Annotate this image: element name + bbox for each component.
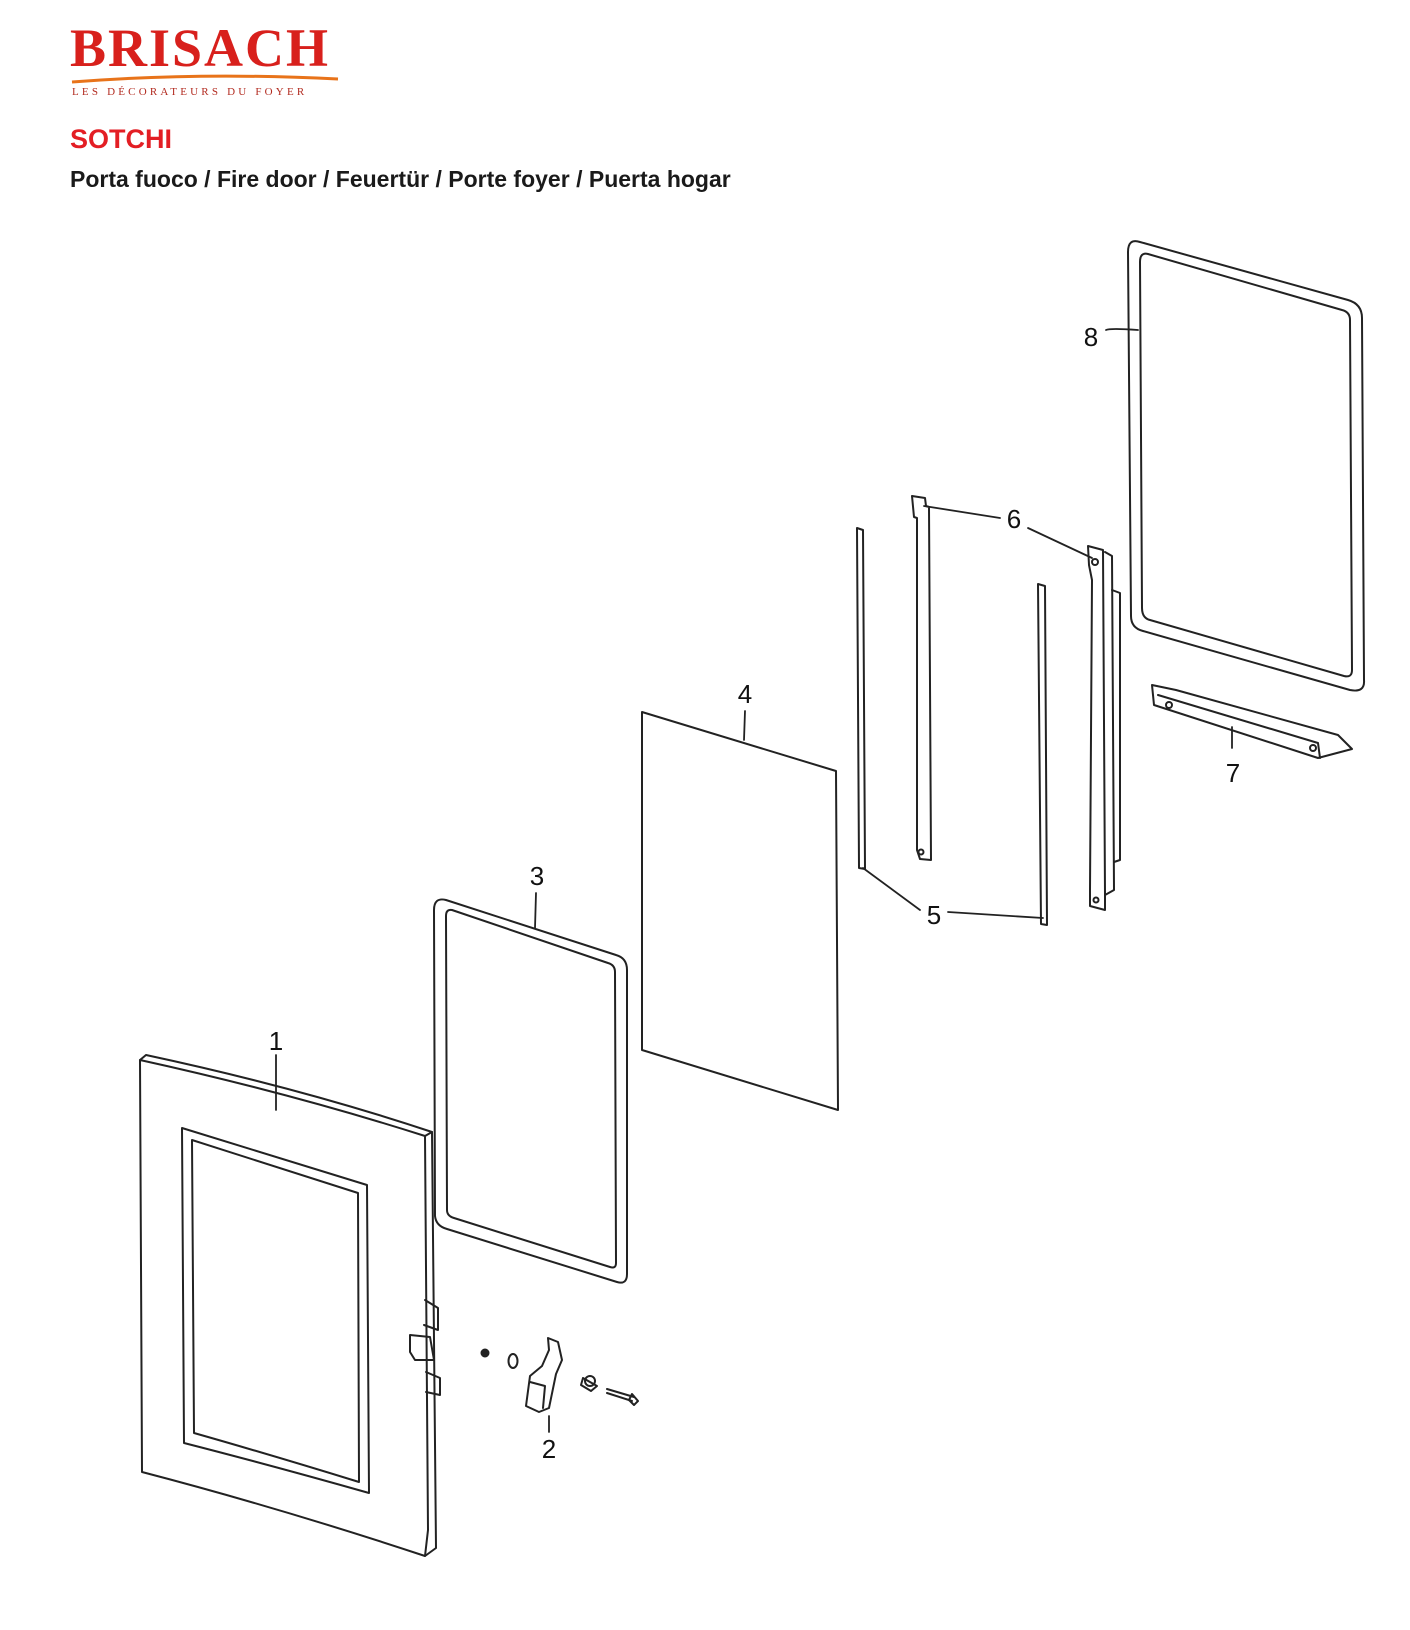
part-label-8: 8 <box>1084 322 1098 352</box>
part-2-latch <box>480 1337 639 1413</box>
logo-wordmark: BRISACH <box>70 18 331 78</box>
part-label-5: 5 <box>927 900 941 930</box>
leader-lines <box>275 328 1233 1433</box>
part-label-2: 2 <box>542 1434 556 1464</box>
page-title: SOTCHI <box>70 124 173 154</box>
part-label-3: 3 <box>530 861 544 891</box>
part-label-4: 4 <box>738 679 752 709</box>
part-7-bracket <box>1151 684 1353 759</box>
leader-5a <box>862 867 921 911</box>
part-label-7: 7 <box>1226 758 1240 788</box>
part-5-seal-strips <box>856 527 1048 926</box>
leader-6a <box>923 505 1001 519</box>
part-1-door <box>139 1054 441 1557</box>
part-8-gasket <box>1127 240 1366 692</box>
leader-4 <box>743 710 746 741</box>
brisach-logo: BRISACH LES DÉCORATEURS DU FOYER <box>70 18 360 108</box>
part-4-glass <box>641 711 839 1111</box>
part-6-rails <box>911 495 1121 911</box>
logo-swoosh-icon <box>71 74 339 84</box>
part-label-1: 1 <box>269 1026 283 1056</box>
part-label-6: 6 <box>1007 504 1021 534</box>
part-3-gasket <box>433 898 628 1284</box>
leader-3 <box>534 892 537 929</box>
logo-tagline: LES DÉCORATEURS DU FOYER <box>72 86 308 98</box>
leader-6b <box>1027 527 1093 559</box>
page-subtitle: Porta fuoco / Fire door / Feuertür / Por… <box>70 166 731 192</box>
leader-8 <box>1105 328 1139 331</box>
leader-5b <box>947 911 1044 919</box>
